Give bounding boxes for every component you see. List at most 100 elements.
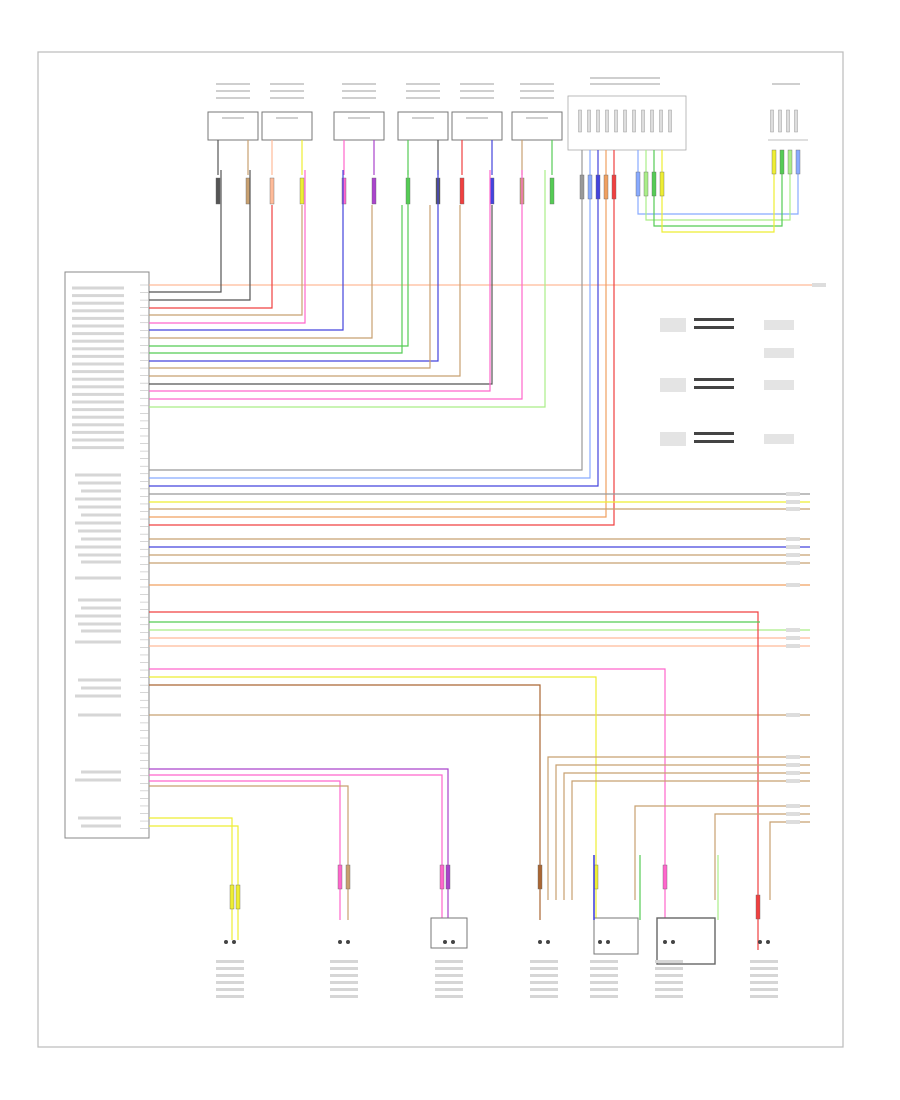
ground-wire — [769, 821, 810, 900]
wire-code-tag — [771, 149, 777, 175]
connector-pin — [632, 109, 636, 133]
module-wire — [149, 170, 491, 392]
multi-pin-connector-frame — [567, 95, 687, 151]
pin-function-label — [72, 415, 124, 419]
multi-pin-connectors — [567, 77, 808, 151]
connector-terminal — [758, 940, 762, 944]
bottom-components — [216, 855, 778, 998]
component-label-line — [216, 995, 244, 998]
component-label-line — [750, 960, 778, 963]
module-wire — [149, 205, 303, 316]
component-label-line — [216, 967, 244, 970]
pin-function-label — [72, 438, 124, 442]
pin-function-label — [75, 640, 121, 644]
pin-function-label — [72, 347, 124, 351]
wire-code-tag — [587, 174, 593, 200]
wire-code-short — [694, 378, 734, 381]
wire-code-tag — [643, 171, 649, 197]
pin-function-label — [78, 481, 121, 485]
connector-terminal — [338, 940, 342, 944]
pin-function-label — [72, 316, 124, 320]
pin-function-label — [81, 770, 121, 774]
sensor-connector-box — [333, 111, 385, 141]
wire-code-tag — [651, 171, 657, 197]
wire-code-tag — [635, 171, 641, 197]
pin-function-label — [81, 686, 121, 690]
wire-code-tag — [299, 177, 305, 205]
pin-function-label — [75, 778, 121, 782]
pin-function-label — [72, 400, 124, 404]
wire-code-tag — [439, 864, 445, 890]
connector-terminal — [451, 940, 455, 944]
connector-terminal — [663, 940, 667, 944]
sensor-connector-box — [261, 111, 313, 141]
wire-harness — [149, 149, 826, 950]
connector-pin — [623, 109, 627, 133]
pin-function-label — [72, 377, 124, 381]
connector-terminal — [232, 940, 236, 944]
component-label-line — [750, 974, 778, 977]
wire-code-tag — [611, 174, 617, 200]
pin-function-label — [78, 622, 121, 626]
wire-code-tag — [445, 864, 451, 890]
pin-function-label — [72, 354, 124, 358]
component-wire — [149, 684, 541, 920]
right-side-components — [660, 318, 794, 446]
wire-label — [786, 561, 800, 565]
component-label-line — [530, 960, 558, 963]
component-label-block — [660, 432, 686, 446]
sensor-housing — [430, 917, 468, 949]
loop-wire — [645, 150, 791, 221]
pin-function-label — [78, 678, 121, 682]
top-connectors — [207, 83, 563, 205]
pin-function-label — [78, 529, 121, 533]
connector-terminal — [671, 940, 675, 944]
wire-label — [786, 713, 800, 717]
component-label-block — [764, 348, 794, 358]
pin-function-label — [72, 294, 124, 298]
pin-function-label — [75, 614, 121, 618]
component-label-line — [216, 960, 244, 963]
ground-wire — [547, 756, 810, 900]
buckle-switch-box — [593, 917, 639, 955]
pin-function-label — [72, 392, 124, 396]
component-label-block — [660, 318, 686, 332]
connector-pin — [605, 109, 609, 133]
wire-code-tag — [795, 149, 801, 175]
pin-function-label — [81, 606, 121, 610]
wire-code-tag — [659, 171, 665, 197]
component-label-line — [435, 967, 463, 970]
wire-label — [812, 283, 826, 287]
component-label-line — [590, 960, 618, 963]
component-label-line — [655, 974, 683, 977]
wire-code-short — [694, 326, 734, 329]
wire-code-tag — [345, 864, 351, 890]
module-wire — [149, 205, 273, 309]
component-label-line — [655, 960, 683, 963]
module-wire — [149, 170, 306, 324]
connector-pin — [770, 109, 774, 133]
connector-pin — [794, 109, 798, 133]
wire-code-tag — [549, 177, 555, 205]
module-wire — [149, 205, 373, 339]
wire-label — [786, 644, 800, 648]
pin-function-label — [81, 629, 121, 633]
component-label-line — [435, 960, 463, 963]
module-wire — [149, 170, 439, 362]
component-label-line — [330, 995, 358, 998]
connector-terminal — [598, 940, 602, 944]
component-label-block — [660, 378, 686, 392]
pin-function-label — [72, 309, 124, 313]
bundle-wire — [149, 150, 615, 526]
pin-function-label — [72, 324, 124, 328]
ground-wire — [634, 805, 810, 900]
pin-function-label — [72, 408, 124, 412]
wire-code-tag — [579, 174, 585, 200]
pin-function-label — [72, 301, 124, 305]
ground-wire — [714, 813, 810, 900]
pin-function-label — [72, 370, 124, 374]
wire-code-tag — [603, 174, 609, 200]
wire-label — [786, 779, 800, 783]
connector-pin — [614, 109, 618, 133]
